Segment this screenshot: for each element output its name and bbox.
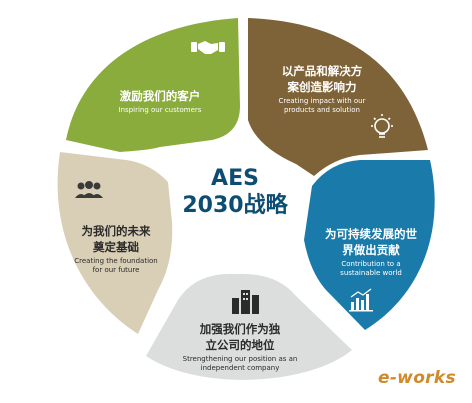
- label-sustainable-world: 为可持续发展的世 界做出贡献 Contribution to a sustain…: [312, 226, 430, 278]
- label-foundation-future: 为我们的未来 奠定基础 Creating the foundation for …: [66, 223, 166, 275]
- segment-title-line1: 为我们的未来: [81, 224, 151, 238]
- segment-title-line2: 奠定基础: [93, 240, 139, 254]
- segment-title-line2: 立公司的地位: [205, 338, 275, 352]
- segment-title-line2: 案创造影响力: [287, 80, 357, 94]
- segment-title-line1: 为可持续发展的世: [325, 227, 417, 241]
- segment-subtitle-line2: for our future: [92, 266, 140, 274]
- center-title-line1: AES: [211, 166, 259, 191]
- watermark-logo: e-works: [378, 368, 456, 388]
- segment-subtitle-line1: Strengthening our position as an: [182, 355, 298, 363]
- team-icon: [75, 181, 103, 198]
- lightbulb-icon: [371, 114, 393, 138]
- segment-subtitle-line1: Contribution to a: [341, 260, 401, 268]
- segment-title: 激励我们的客户: [119, 89, 201, 103]
- segment-subtitle-line2: independent company: [200, 364, 280, 372]
- handshake-icon: [191, 41, 225, 54]
- center-title: AES 2030战略: [170, 165, 300, 219]
- center-title-line2: 2030战略: [182, 193, 288, 218]
- segment-title-line1: 加强我们作为独: [199, 322, 281, 336]
- segment-subtitle-line2: products and solution: [284, 106, 360, 114]
- segment-subtitle-line1: Creating impact with our: [278, 97, 366, 105]
- segment-title-line1: 以产品和解决方: [281, 64, 363, 78]
- segment-subtitle: Inspiring our customers: [118, 106, 202, 114]
- segment-subtitle-line2: sustainable world: [340, 269, 402, 277]
- label-inspiring-customers: 激励我们的客户 Inspiring our customers: [100, 88, 220, 115]
- buildings-icon: [232, 290, 259, 314]
- label-independent-company: 加强我们作为独 立公司的地位 Strengthening our positio…: [180, 321, 300, 373]
- segment-sustainable-world: [304, 160, 435, 330]
- bar-chart-icon: [349, 288, 373, 312]
- label-creating-impact: 以产品和解决方 案创造影响力 Creating impact with our …: [262, 63, 382, 115]
- segment-title-line2: 界做出贡献: [342, 243, 400, 257]
- segment-inspiring-customers: [66, 18, 240, 152]
- segment-independent-company: [146, 273, 352, 380]
- segment-subtitle-line1: Creating the foundation: [74, 257, 158, 265]
